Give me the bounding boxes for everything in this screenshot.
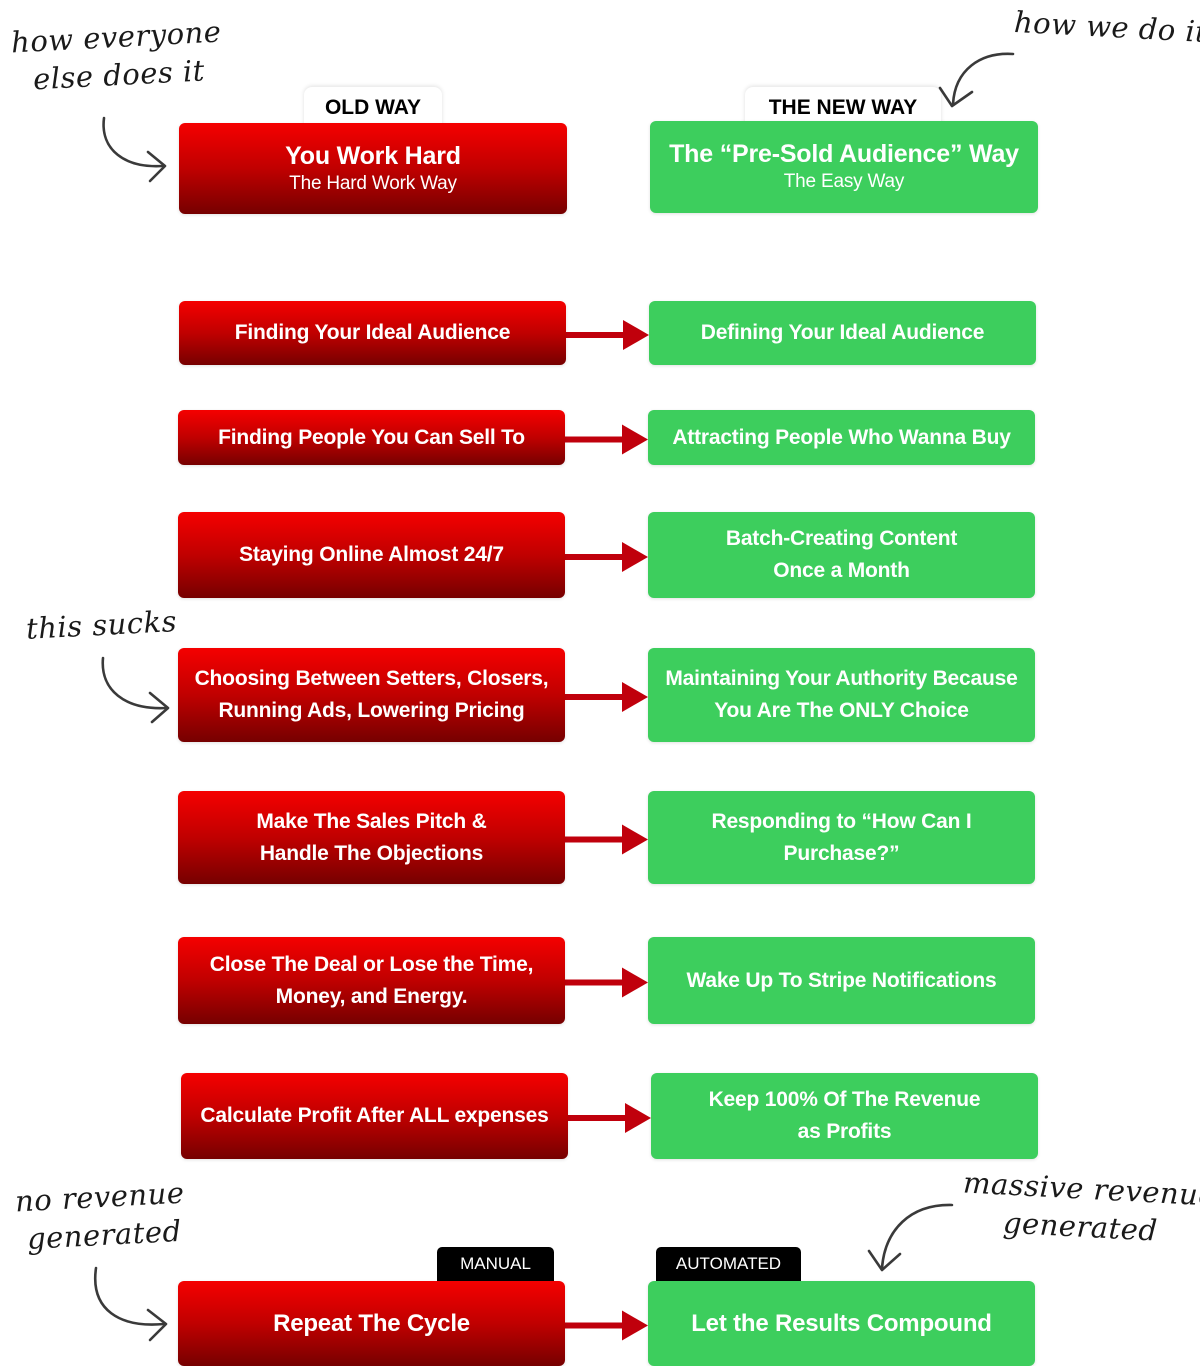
hand-drawn-arrow-icon xyxy=(102,116,164,168)
new-way-tab-label: THE NEW WAY xyxy=(768,96,918,119)
arrow-right-icon xyxy=(622,542,648,572)
arrow-right-icon xyxy=(622,967,648,998)
new-way-step-box: Responding to “How Can I Purchase?” xyxy=(648,791,1035,884)
hand-drawn-arrowhead-icon xyxy=(146,1308,168,1342)
arrow-right-icon xyxy=(622,424,648,455)
hand-drawn-arrow-icon xyxy=(880,1203,954,1270)
old-way-header-box: You Work Hard The Hard Work Way xyxy=(179,123,567,214)
hand-drawn-arrowhead-icon xyxy=(938,86,974,108)
automated-tab: AUTOMATED xyxy=(656,1247,801,1281)
arrow-right-icon xyxy=(622,682,648,712)
annotation-how-everyone-else: how everyone else does it xyxy=(10,13,224,100)
hand-drawn-arrow-icon xyxy=(951,52,1015,106)
step-label-line: Finding People You Can Sell To xyxy=(218,425,525,449)
connector-arrow-shaft xyxy=(565,979,624,986)
old-way-title: You Work Hard xyxy=(285,141,461,170)
annotation-massive-revenue: massive revenue generated xyxy=(960,1163,1200,1252)
connector-arrow-shaft xyxy=(568,1115,627,1121)
old-way-step-box: Close The Deal or Lose the Time, Money, a… xyxy=(178,937,565,1024)
step-label-line: Running Ads, Lowering Pricing xyxy=(218,699,525,722)
connector-arrow-shaft xyxy=(565,836,624,843)
old-way-subtitle: The Hard Work Way xyxy=(289,172,457,194)
hand-drawn-arrow-icon xyxy=(93,1266,166,1326)
arrow-right-icon xyxy=(623,320,649,350)
annotation-this-sucks: this sucks xyxy=(25,602,178,648)
old-way-step-box: Staying Online Almost 24/7 xyxy=(178,512,565,598)
final-old-box: Repeat The Cycle xyxy=(178,1281,565,1366)
step-label-line: Defining Your Ideal Audience xyxy=(700,321,985,344)
connector-arrow-shaft xyxy=(565,694,624,700)
old-way-tab-label: OLD WAY xyxy=(324,96,422,119)
connector-arrow-shaft xyxy=(565,436,624,443)
old-way-step-box: Finding Your Ideal Audience xyxy=(179,301,566,365)
new-way-step-box: Attracting People Who Wanna Buy xyxy=(648,410,1035,465)
step-label-line: Calculate Profit After ALL expenses xyxy=(200,1104,549,1127)
step-label-line: Batch-Creating Content xyxy=(725,527,958,550)
step-label-line: as Profits xyxy=(797,1120,892,1143)
manual-tab: MANUAL xyxy=(437,1247,554,1281)
hand-drawn-arrowhead-icon xyxy=(146,150,167,183)
annotation-line: this sucks xyxy=(25,604,178,646)
connector-arrow-shaft xyxy=(565,1322,624,1329)
new-way-subtitle: The Easy Way xyxy=(783,171,905,192)
connector-arrow-shaft xyxy=(565,554,624,560)
annotation-no-revenue: no revenue generated xyxy=(14,1174,187,1259)
step-label-line: Wake Up To Stripe Notifications xyxy=(686,968,997,992)
old-way-step-box: Finding People You Can Sell To xyxy=(178,410,565,465)
step-label-line: Close The Deal or Lose the Time, xyxy=(209,952,534,976)
step-label-line: Purchase?” xyxy=(783,841,900,865)
step-label-line: Responding to “How Can I xyxy=(711,809,972,833)
hand-drawn-arrowhead-icon xyxy=(867,1249,902,1272)
step-label-line: Maintaining Your Authority Because xyxy=(665,667,1018,690)
hand-drawn-arrowhead-icon xyxy=(148,691,170,724)
step-label-line: You Are The ONLY Choice xyxy=(714,699,969,722)
hand-drawn-arrow-icon xyxy=(101,656,168,710)
new-way-step-box: Wake Up To Stripe Notifications xyxy=(648,937,1035,1024)
step-label-line: Staying Online Almost 24/7 xyxy=(239,543,504,566)
arrow-right-icon xyxy=(625,1103,651,1133)
arrow-right-icon xyxy=(622,824,648,855)
final-new-label: Let the Results Compound xyxy=(691,1309,992,1337)
connector-arrow-shaft xyxy=(566,332,625,338)
step-label-line: Make The Sales Pitch & xyxy=(256,809,487,833)
step-label-line: Finding Your Ideal Audience xyxy=(234,321,511,344)
old-way-step-box: Make The Sales Pitch & Handle The Objecti… xyxy=(178,791,565,884)
old-way-step-box: Calculate Profit After ALL expenses xyxy=(181,1073,568,1159)
step-label-line: Attracting People Who Wanna Buy xyxy=(672,425,1011,449)
old-way-tab: OLD WAY xyxy=(304,87,442,129)
step-label-line: Money, and Energy. xyxy=(275,984,468,1008)
new-way-header-box: The “Pre-Sold Audience” Way The Easy Way xyxy=(650,121,1038,213)
manual-tab-label: MANUAL xyxy=(460,1254,531,1273)
new-way-step-box: Defining Your Ideal Audience xyxy=(649,301,1036,365)
final-new-box: Let the Results Compound xyxy=(648,1281,1035,1366)
step-label-line: Keep 100% Of The Revenue xyxy=(708,1088,981,1111)
step-label-line: Handle The Objections xyxy=(259,841,484,865)
new-way-step-box: Keep 100% Of The Revenue as Profits xyxy=(651,1073,1038,1159)
arrow-right-icon xyxy=(622,1310,648,1341)
step-label-line: Once a Month xyxy=(773,559,910,582)
automated-tab-label: AUTOMATED xyxy=(675,1254,782,1273)
old-way-step-box: Choosing Between Setters, Closers, Runnin… xyxy=(178,648,565,742)
step-label-line: Choosing Between Setters, Closers, xyxy=(194,667,549,690)
final-old-label: Repeat The Cycle xyxy=(273,1309,470,1337)
new-way-title: The “Pre-Sold Audience” Way xyxy=(669,140,1019,168)
